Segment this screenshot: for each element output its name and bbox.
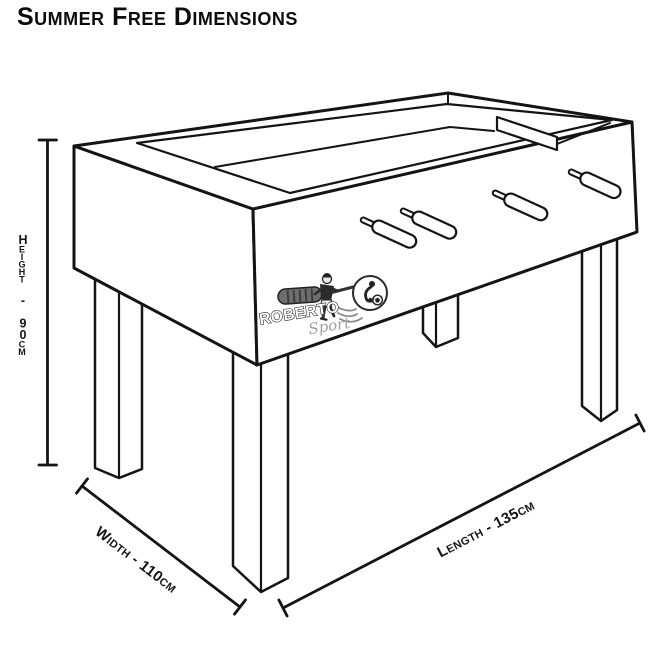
width-dimension: Width - 110cm bbox=[75, 477, 247, 616]
table-leg-front bbox=[231, 346, 290, 594]
motion-swoosh bbox=[336, 306, 363, 323]
player-figure bbox=[313, 273, 340, 321]
length-dimension: Length - 135cm bbox=[277, 413, 646, 618]
rod-handle-2 bbox=[399, 207, 458, 240]
rod-handles bbox=[359, 168, 622, 249]
width-dimension-label: Width - 110cm bbox=[92, 523, 180, 596]
goal-box bbox=[495, 115, 559, 152]
length-dimension-label: Length - 135cm bbox=[434, 497, 537, 562]
playfield-opening bbox=[135, 102, 614, 195]
rod-handle-4 bbox=[567, 168, 622, 200]
soccer-ball-icon bbox=[372, 294, 384, 306]
table-leg-back-left bbox=[93, 274, 144, 480]
height-dimension bbox=[37, 138, 58, 467]
page-title: Summer Free Dimensions bbox=[17, 3, 298, 31]
logo-circle bbox=[352, 275, 388, 311]
playfield-floor-edge bbox=[214, 126, 495, 168]
rod-handle-3 bbox=[491, 189, 549, 222]
table-leg-right bbox=[580, 230, 619, 423]
rod-handle-1 bbox=[359, 216, 418, 249]
height-dimension-label: Height - 90cm bbox=[16, 233, 30, 355]
goal-wall-edge bbox=[556, 122, 611, 145]
handle-icon bbox=[277, 286, 323, 305]
playfield bbox=[135, 93, 614, 195]
